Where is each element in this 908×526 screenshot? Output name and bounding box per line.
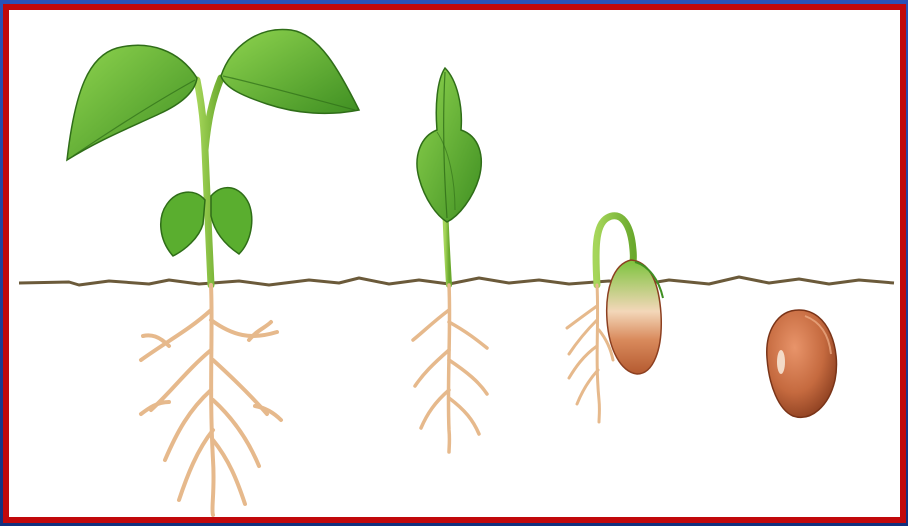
seed-hilum (777, 350, 785, 374)
seedling-with-leaves (67, 29, 359, 515)
leaf-left-small (161, 192, 205, 256)
shoot-roots (413, 285, 487, 452)
young-shoot (413, 68, 487, 452)
germination-illustration (9, 10, 900, 517)
seedling-roots (141, 285, 281, 515)
leaf-left-large (67, 45, 197, 160)
bean-seed (767, 310, 837, 417)
emerging-cotyledon (607, 260, 662, 374)
image-border (3, 4, 906, 523)
hook-emerging (567, 216, 663, 422)
seedling-stem (197, 78, 221, 285)
soil-line (19, 277, 894, 285)
leaf-right-small (211, 188, 252, 254)
shoot-folded-leaves (417, 68, 481, 222)
leaf-right-large (221, 29, 359, 113)
